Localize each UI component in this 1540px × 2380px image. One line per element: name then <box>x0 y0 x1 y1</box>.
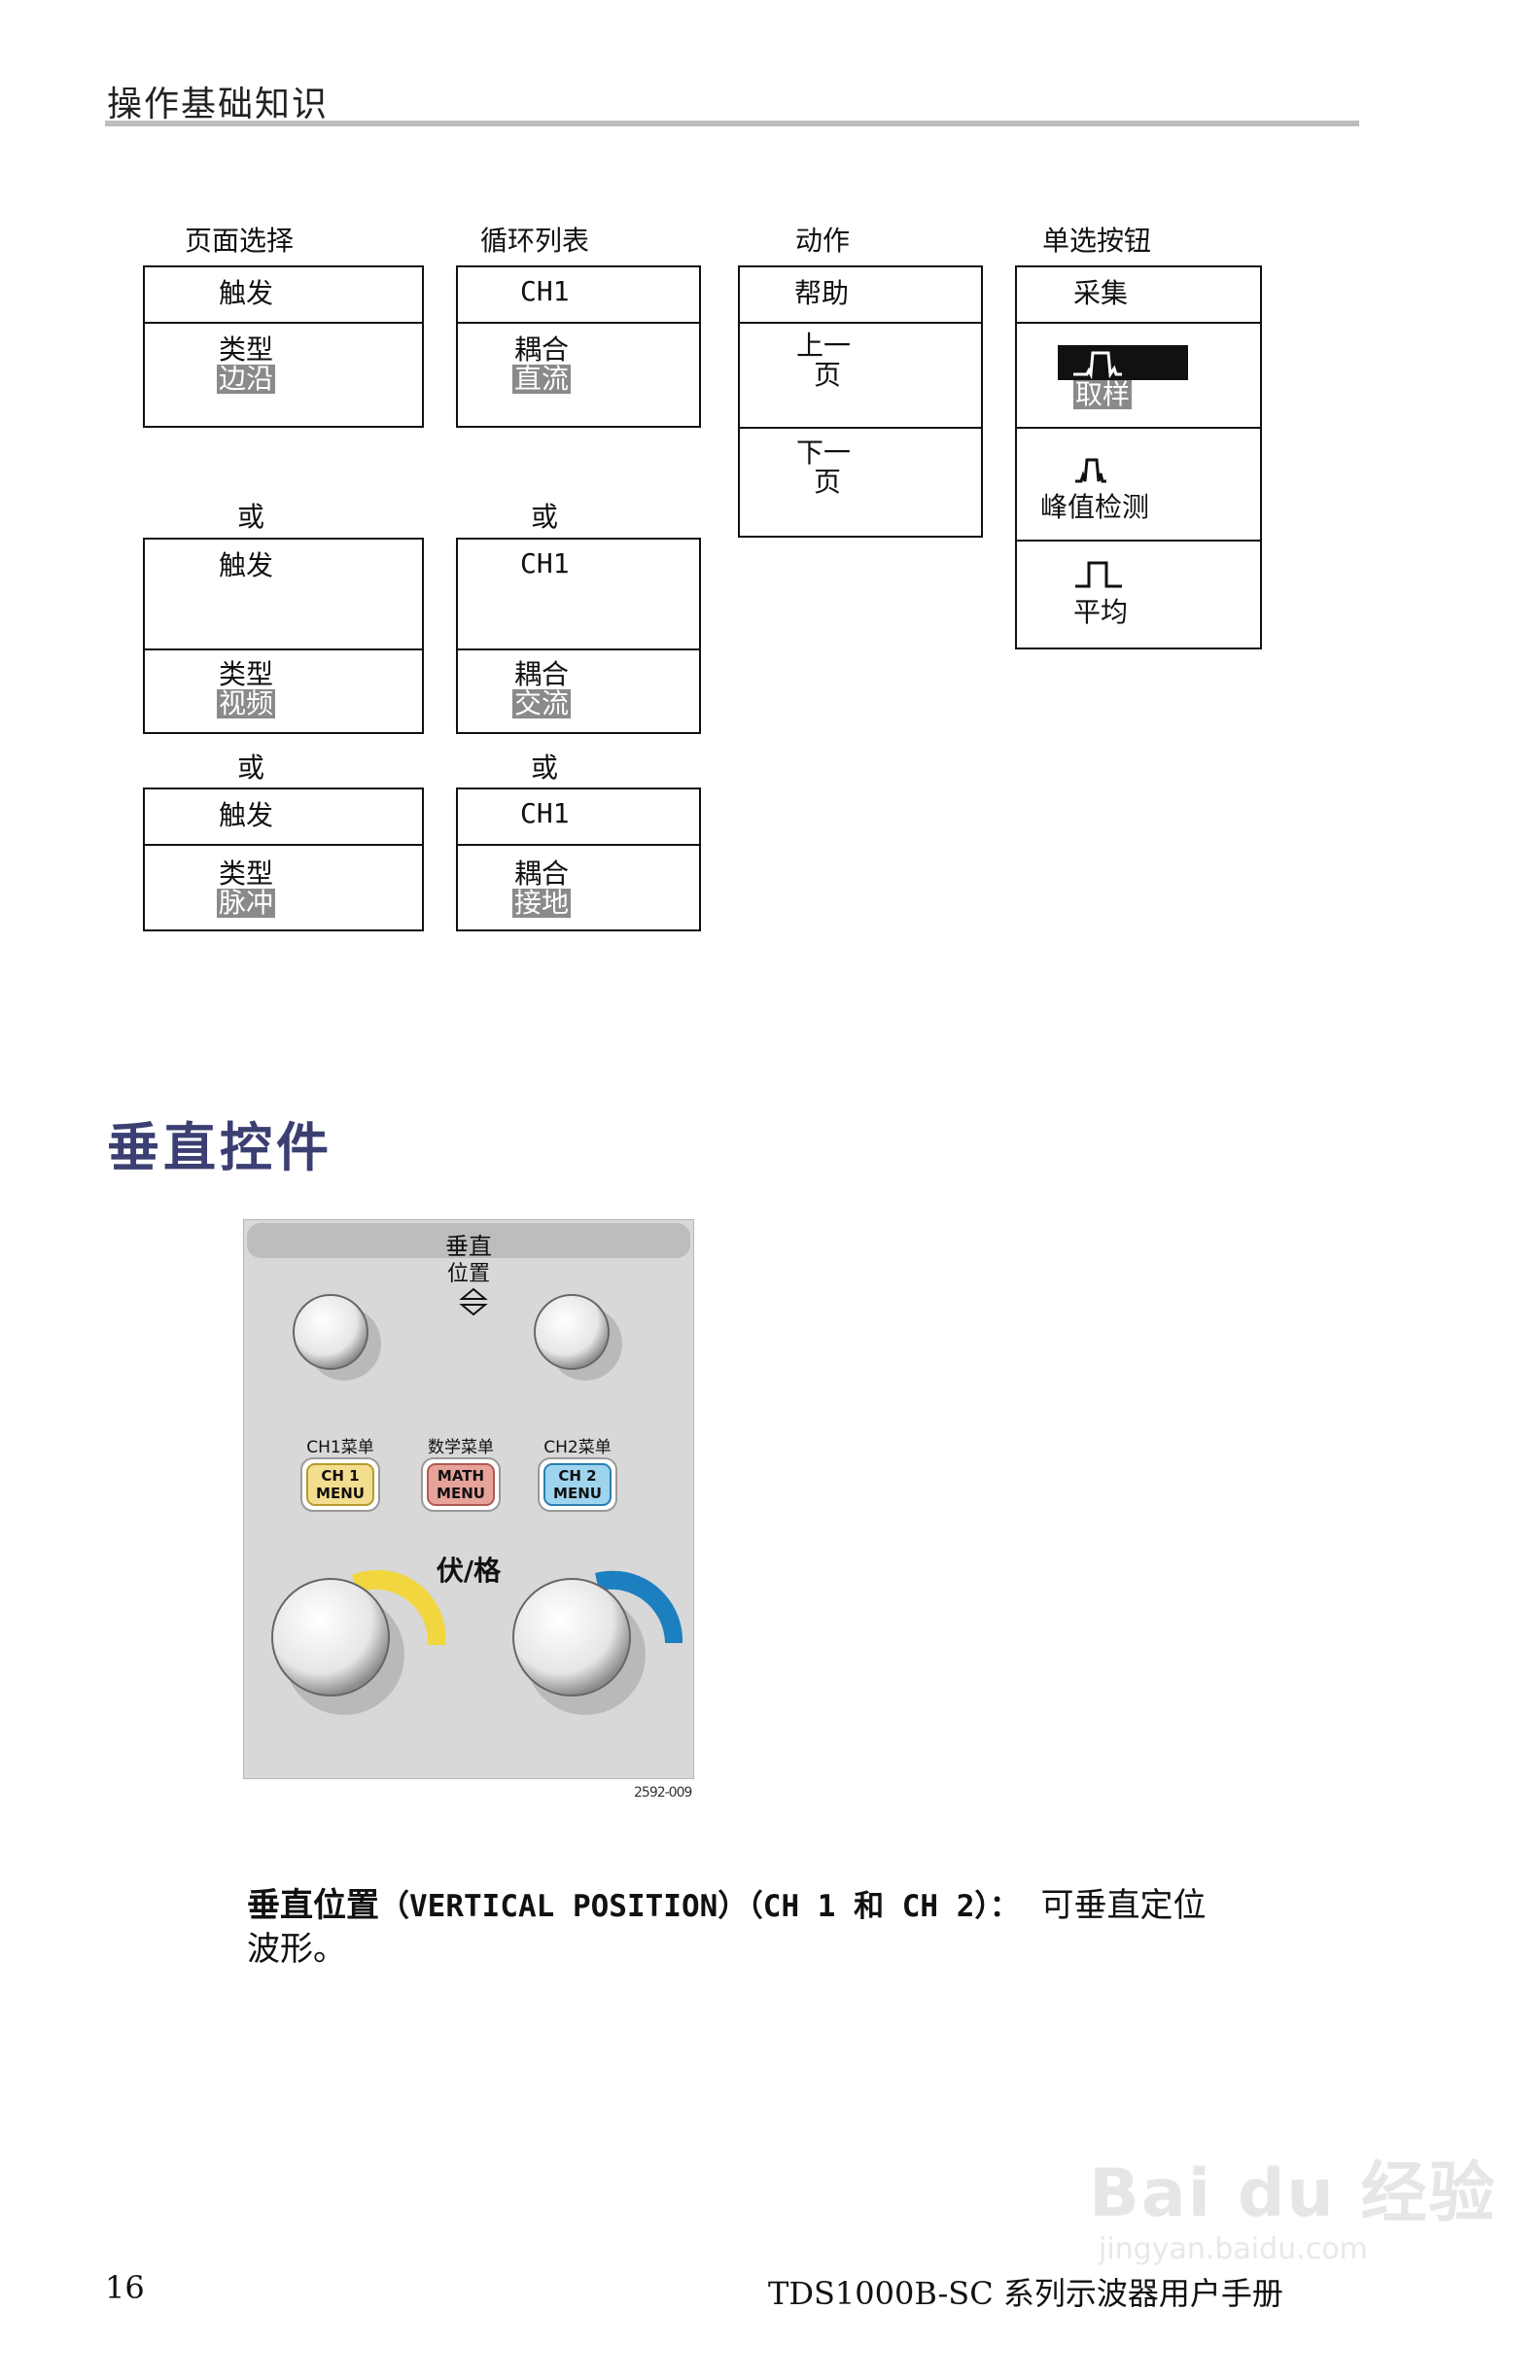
math-button-line2: MENU <box>428 1485 494 1502</box>
vertical-position-paragraph: 垂直位置（VERTICAL POSITION）（CH 1 和 CH 2）： 可垂… <box>247 1884 1365 1971</box>
running-header: 操作基础知识 <box>107 76 329 126</box>
prev-page-label-2: 页 <box>814 361 841 390</box>
sample-value: 取样 <box>1073 380 1132 409</box>
box-top-label: 触发 <box>219 279 273 308</box>
ch1-menu-button[interactable]: CH 1 MENU <box>307 1464 373 1505</box>
page-number: 16 <box>105 2269 145 2306</box>
box-value: 边沿 <box>217 365 275 394</box>
ch2-menu-caption: CH2菜单 <box>534 1433 621 1457</box>
section-title: 垂直控件 <box>107 1104 332 1181</box>
heading-cycle-list: 循环列表 <box>480 220 589 259</box>
box-type-label: 类型 <box>219 859 273 889</box>
sample-waveform-icon <box>1058 345 1188 380</box>
box-value: 接地 <box>512 889 571 918</box>
baidu-watermark-url: jingyan.baidu.com <box>1099 2232 1368 2266</box>
paragraph-text-2: 波形。 <box>247 1930 346 1969</box>
term-english: （VERTICAL POSITION）（CH 1 和 CH 2）： <box>379 1889 1020 1924</box>
box-type-label: 耦合 <box>514 335 569 365</box>
term: 垂直位置 <box>247 1886 379 1925</box>
menu-box-trigger-edge: 触发 类型 边沿 <box>143 265 424 428</box>
next-page-label-2: 页 <box>814 468 841 497</box>
math-menu-button[interactable]: MATH MENU <box>428 1464 494 1505</box>
heading-radio: 单选按钮 <box>1042 220 1151 259</box>
math-menu-caption: 数学菜单 <box>417 1433 505 1457</box>
box-value: 视频 <box>217 689 275 718</box>
acquire-label: 采集 <box>1073 279 1128 308</box>
prev-page-label: 上一 <box>796 332 851 361</box>
ch1-button-line2: MENU <box>307 1485 373 1502</box>
average-waveform-icon <box>1073 559 1132 592</box>
or-label: 或 <box>531 747 558 786</box>
manual-title: TDS1000B-SC 系列示波器用户手册 <box>768 2269 1283 2314</box>
ch2-menu-button[interactable]: CH 2 MENU <box>544 1464 611 1505</box>
box-type-label: 类型 <box>219 335 273 365</box>
menu-box-ch1-gnd: CH1 耦合 接地 <box>456 788 701 931</box>
peak-detect-waveform-icon <box>1073 456 1132 489</box>
ch1-volts-div-knob[interactable] <box>270 1577 391 1698</box>
math-button-line1: MATH <box>428 1467 494 1485</box>
ch1-menu-caption: CH1菜单 <box>297 1433 384 1457</box>
menu-box-trigger-video: 触发 类型 视频 <box>143 538 424 734</box>
figure-id: 2592-009 <box>634 1785 691 1801</box>
peak-detect-label: 峰值检测 <box>1040 493 1149 522</box>
menu-box-ch1-dc: CH1 耦合 直流 <box>456 265 701 428</box>
paragraph-text-1: 可垂直定位 <box>1041 1886 1207 1925</box>
panel-title-line2: 位置 <box>243 1256 694 1287</box>
baidu-watermark-logo: Bai du 经验 <box>1089 2139 1496 2235</box>
box-value: 脉冲 <box>217 889 275 918</box>
heading-page-select: 页面选择 <box>185 220 294 259</box>
heading-action: 动作 <box>795 220 850 259</box>
ch2-button-line2: MENU <box>544 1485 611 1502</box>
box-type-label: 类型 <box>219 660 273 689</box>
ch2-button-line1: CH 2 <box>544 1467 611 1485</box>
next-page-label: 下一 <box>796 438 851 468</box>
box-value: 交流 <box>512 689 571 718</box>
box-top-label: CH1 <box>520 799 570 828</box>
box-top-label: 触发 <box>219 551 273 580</box>
box-type-label: 耦合 <box>514 660 569 689</box>
vertical-controls-figure: 垂直 位置 CH1菜单 数学菜单 CH2菜单 CH 1 MENU MATH ME… <box>243 1219 694 1779</box>
ch1-button-line1: CH 1 <box>307 1467 373 1485</box>
help-button-label: 帮助 <box>794 279 849 308</box>
box-top-label: CH1 <box>520 277 570 306</box>
menu-box-acquire: 采集 取样 峰值检测 平均 <box>1015 265 1262 649</box>
ch1-position-knob[interactable] <box>270 1289 391 1375</box>
average-label: 平均 <box>1073 598 1128 627</box>
box-top-label: 触发 <box>219 801 273 830</box>
menu-box-ch1-ac: CH1 耦合 交流 <box>456 538 701 734</box>
ch2-volts-div-knob[interactable] <box>511 1577 632 1698</box>
box-value: 直流 <box>512 365 571 394</box>
menu-box-trigger-pulse: 触发 类型 脉冲 <box>143 788 424 931</box>
header-rule <box>105 121 1359 126</box>
ch2-position-knob[interactable] <box>511 1289 632 1375</box>
box-top-label: CH1 <box>520 549 570 578</box>
or-label: 或 <box>237 747 264 786</box>
menu-box-action: 帮助 上一 页 下一 页 <box>738 265 983 538</box>
box-type-label: 耦合 <box>514 859 569 889</box>
or-label: 或 <box>531 496 558 535</box>
or-label: 或 <box>237 496 264 535</box>
